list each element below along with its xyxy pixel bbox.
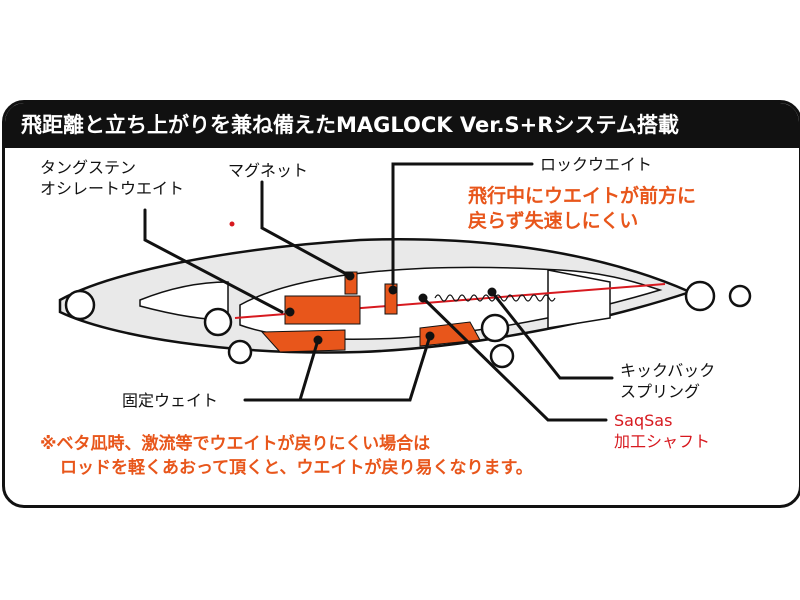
rear-hook-ring (227, 339, 253, 365)
label-kickback-spring: キックバック スプリング (620, 360, 715, 402)
label-fixed-weight: 固定ウェイト (122, 391, 219, 410)
dot-spring (487, 287, 497, 297)
tungsten-oscillate-weight (284, 295, 361, 325)
label-tungsten: タングステン オシレートウエイト (40, 157, 184, 199)
label-tungsten-line1: タングステン (40, 158, 137, 177)
usage-note-line1: ※ベタ凪時、激流等でウエイトが戻りにくい場合は (40, 434, 431, 454)
leader-tungsten (143, 208, 284, 314)
dot-tungsten (285, 307, 295, 317)
label-magnet: マグネット (228, 161, 309, 180)
marker-dot (229, 221, 235, 227)
dot-fixed-2 (425, 331, 435, 341)
lock-desc-line1: 飛行中にウエイトが前方に (468, 185, 697, 207)
dot-fixed (313, 335, 323, 345)
dot-lock (388, 285, 398, 295)
banner-title: 飛距離と立ち上がりを兼ね備えたMAGLOCK Ver.S+Rシステム搭載 (5, 103, 799, 148)
leader-shaft (421, 296, 608, 422)
belly-hook-ring (489, 343, 515, 369)
dot-shaft (418, 293, 428, 303)
lock-desc-line2: 戻らず失速しにくい (468, 210, 639, 232)
line-eye-outer (728, 284, 752, 308)
lock-weight-description: 飛行中にウエイトが前方に 戻らず失速しにくい (468, 184, 696, 234)
lure-front-window (547, 269, 611, 329)
label-lock-weight: ロックウエイト (540, 155, 653, 174)
leader-lock (391, 162, 534, 286)
leader-fixed-2 (298, 334, 432, 402)
label-tungsten-line2: オシレートウエイト (40, 179, 185, 198)
usage-note-line2: ロッドを軽くあおって頂くと、ウエイトが戻り易くなります。 (60, 458, 533, 478)
leader-spring (490, 290, 614, 380)
fixed-weight-rear (260, 329, 346, 353)
rear-hook-hanger (203, 307, 233, 337)
dot-magnet (345, 271, 355, 281)
usage-note: ※ベタ凪時、激流等でウエイトが戻りにくい場合は ロッドを軽くあおって頂くと、ウエ… (40, 432, 533, 480)
label-kickback-line2: スプリング (620, 382, 701, 401)
label-kickback-line1: キックバック (620, 361, 716, 380)
leader-magnet (260, 180, 352, 278)
line-eye (684, 280, 716, 312)
label-saqsas-shaft: SaqSas 加工シャフト (614, 410, 710, 452)
tail-ring (64, 289, 96, 321)
belly-hook-hanger (480, 313, 510, 343)
label-saqsas-line1: SaqSas (614, 411, 673, 430)
label-saqsas-line2: 加工シャフト (614, 432, 711, 451)
